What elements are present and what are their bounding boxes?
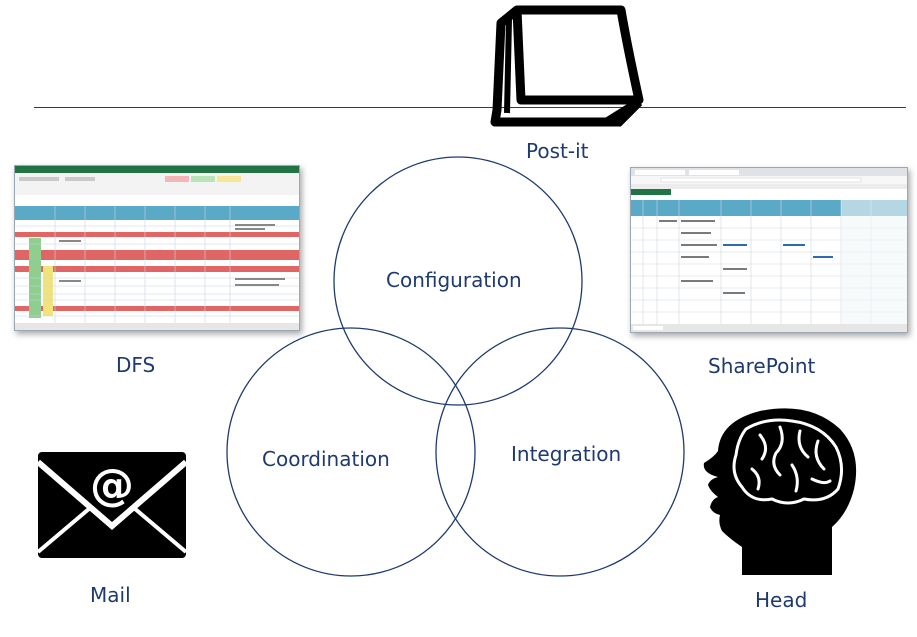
coordination-label: Coordination [262,447,390,471]
integration-circle [435,327,685,577]
head-brain-icon [700,407,860,575]
configuration-label: Configuration [386,268,522,292]
dfs-spreadsheet-thumbnail [14,165,300,331]
mail-label: Mail [90,583,131,607]
configuration-circle [333,156,583,406]
head-label: Head [755,588,808,612]
sticky-note-icon [487,5,645,127]
envelope-at-icon: @ [38,452,186,558]
svg-text:@: @ [90,460,134,511]
integration-label: Integration [511,442,622,466]
sharepoint-label: SharePoint [708,354,816,378]
coordination-circle [226,327,476,577]
dfs-label: DFS [116,353,156,377]
postit-label: Post-it [526,139,589,163]
divider-line [34,107,906,108]
sharepoint-screenshot-thumbnail [630,167,908,333]
